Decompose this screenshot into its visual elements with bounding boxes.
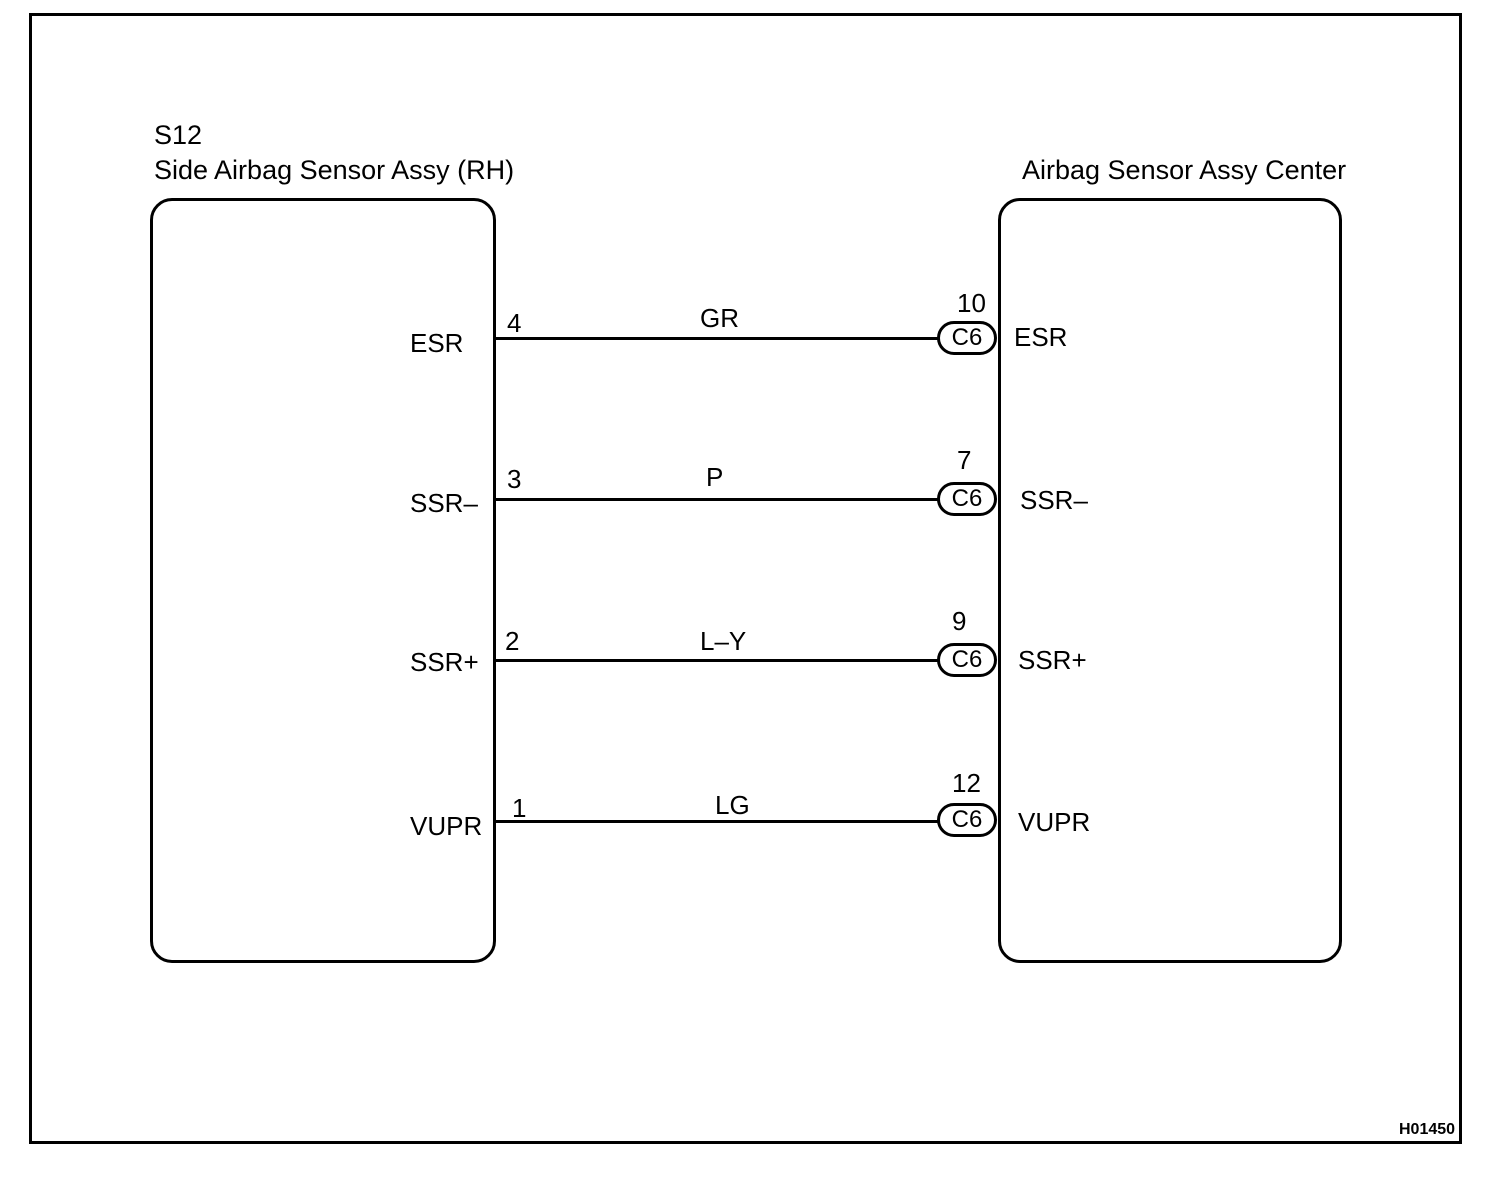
wire-line [496, 337, 940, 340]
left-signal-label: SSR– [410, 488, 478, 518]
wire-line [496, 659, 940, 662]
left-component-name: Side Airbag Sensor Assy (RH) [154, 155, 515, 185]
connector-label: C6 [951, 646, 983, 673]
right-signal-label: ESR [1014, 322, 1068, 352]
connector-badge: C6 [937, 643, 997, 677]
connector-badge: C6 [937, 321, 997, 355]
right-pin-number: 7 [957, 445, 972, 475]
wire-color-label: GR [700, 303, 739, 333]
right-component-box [998, 198, 1342, 963]
left-pin-number: 4 [507, 308, 522, 338]
right-signal-label: SSR+ [1018, 645, 1087, 675]
left-signal-label: ESR [410, 328, 464, 358]
left-signal-label: VUPR [410, 811, 483, 841]
right-component-name: Airbag Sensor Assy Center [1022, 155, 1347, 185]
left-pin-number: 2 [505, 626, 520, 656]
wire-color-label: L–Y [700, 626, 747, 656]
connector-label: C6 [951, 485, 983, 512]
left-pin-number: 3 [507, 464, 522, 494]
left-pin-number: 1 [512, 793, 527, 823]
left-signal-label: SSR+ [410, 647, 479, 677]
left-component-code: S12 [154, 120, 203, 150]
connector-badge: C6 [937, 803, 997, 837]
right-pin-number: 10 [957, 288, 986, 318]
diagram-frame [29, 13, 1462, 1144]
right-signal-label: VUPR [1018, 807, 1091, 837]
left-component-box [150, 198, 496, 963]
connector-badge: C6 [937, 482, 997, 516]
connector-label: C6 [951, 806, 983, 833]
figure-code: H01450 [1399, 1121, 1456, 1138]
wire-line [496, 498, 940, 501]
right-pin-number: 9 [952, 606, 967, 636]
right-signal-label: SSR– [1020, 485, 1088, 515]
wire-color-label: P [706, 462, 724, 492]
right-pin-number: 12 [952, 768, 981, 798]
wire-color-label: LG [715, 790, 750, 820]
wire-line [496, 820, 940, 823]
connector-label: C6 [951, 324, 983, 351]
